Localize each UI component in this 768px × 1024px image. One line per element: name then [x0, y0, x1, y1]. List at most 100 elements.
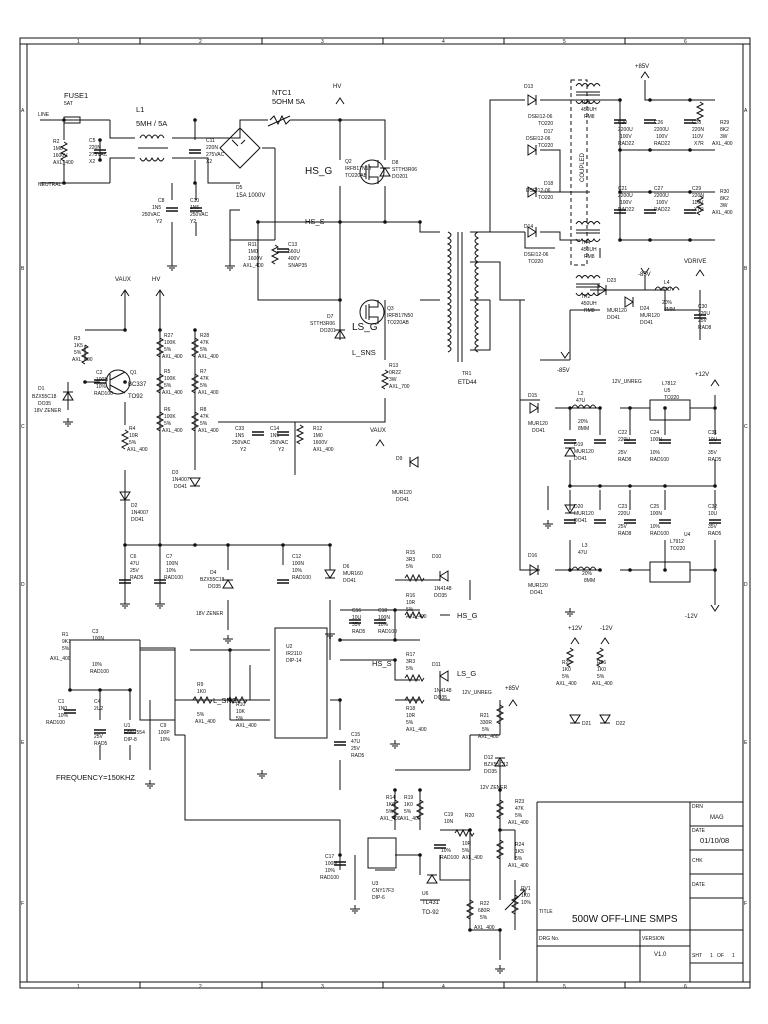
label-d6: D6	[343, 564, 350, 570]
inductor-symbol	[571, 404, 597, 410]
border-col-bottom-6: 6	[684, 984, 687, 990]
label-r27: R27	[164, 333, 173, 339]
common-mode-choke	[138, 134, 168, 162]
diode-symbol	[597, 284, 607, 296]
label-r30v: 8K2	[720, 196, 729, 202]
label-r12v: 1M0	[313, 433, 323, 439]
label-c15v3: RAD5	[351, 753, 365, 759]
label-tr2: TR2	[581, 294, 591, 300]
junction-dot	[62, 181, 66, 185]
junction-dot	[418, 853, 422, 857]
label-r29: R29	[720, 120, 729, 126]
diode-symbol	[527, 186, 537, 198]
wire-14	[569, 408, 716, 487]
supply-arrow-down	[560, 351, 570, 359]
border-row-C: C	[21, 424, 25, 430]
label-d15: D15	[528, 393, 537, 399]
label-l3v2: 20%	[582, 571, 593, 577]
junction-dot	[618, 98, 622, 102]
label-c18v: 100N	[378, 615, 390, 621]
label-r4: R4	[129, 426, 136, 432]
junction-dot	[628, 568, 632, 572]
net-hv-left: HV	[152, 277, 160, 283]
label-r2v: 1M0	[53, 146, 63, 152]
label-ntc: NTC1	[272, 88, 292, 97]
label-d24: D24	[640, 306, 649, 312]
label-c2v2: 10%	[96, 384, 107, 390]
transistor-body	[109, 371, 126, 394]
label-r7v3: AXL_400	[198, 390, 219, 396]
label-r7v: 47K	[200, 376, 210, 382]
label-d7v: STTH3R06	[310, 321, 335, 327]
net-p12-top: +12V	[695, 372, 709, 378]
junction-dot	[393, 788, 397, 792]
label-d15v: MUR120	[528, 421, 548, 427]
label-r2v3: AXL_400	[53, 160, 74, 166]
label-u5v2: TO220	[664, 395, 679, 401]
label-c13v2: 400V	[288, 256, 300, 262]
diode-symbol	[379, 167, 391, 177]
label-c17: C17	[325, 854, 334, 860]
label-d8: D8	[392, 160, 399, 166]
label-r22v3: AXL_400	[474, 925, 495, 931]
mosfet-body	[365, 300, 379, 324]
junction-dot	[256, 220, 260, 224]
border-col-1: 1	[77, 39, 80, 45]
label-d18v: DSEI12-06	[526, 188, 551, 194]
title-sht-value: 1	[710, 953, 713, 959]
capacitor-symbol	[374, 619, 386, 624]
ground-symbol	[63, 418, 73, 427]
label-tr3v: 450UH	[581, 107, 597, 113]
junction-dot	[598, 568, 602, 572]
wire-4	[229, 147, 276, 262]
junction-dot	[338, 698, 342, 702]
label-d4v: BZX55C18	[200, 577, 225, 583]
label-c10v3: Y2	[190, 219, 196, 225]
label-r1v2: 5%	[62, 646, 70, 652]
junction-dot	[393, 638, 397, 642]
capacitor-symbol	[709, 439, 721, 444]
label-u4v: L7912	[670, 539, 684, 545]
label-c7v2: 10%	[166, 568, 177, 574]
label-u2v: IR2110	[286, 651, 302, 657]
label-r2v2: 1600V	[53, 153, 68, 159]
wire-8	[470, 99, 555, 351]
label-r15v: 3R3	[406, 557, 415, 563]
junction-dot	[568, 568, 572, 572]
label-c6v3: RAD5	[130, 575, 144, 581]
junction-dot	[338, 298, 342, 302]
bridge-rectifier	[219, 127, 261, 169]
label-d8v2: DO201	[392, 174, 408, 180]
diode-symbol	[529, 564, 539, 576]
label-c5v2: 275VAC	[89, 152, 108, 158]
net-p12-led: +12V	[568, 626, 582, 632]
label-c3v3: RAD100	[90, 669, 109, 675]
label-c1v2: 10%	[58, 713, 69, 719]
capacitor-symbol	[659, 519, 671, 524]
label-c22: C22	[618, 430, 627, 436]
label-c30: C30	[698, 304, 707, 310]
label-r28v: 47K	[200, 340, 210, 346]
label-c6: C6	[130, 554, 137, 560]
supply-arrow	[570, 637, 580, 645]
label-r20v2: 5%	[462, 848, 470, 854]
drawing-border	[19, 37, 751, 989]
label-c10: C10	[190, 198, 199, 204]
label-r9v2: 5%	[197, 712, 205, 718]
resistor-symbol	[155, 337, 165, 358]
label-r9v3: AXL_400	[195, 719, 216, 725]
label-c11v3: X2	[206, 159, 212, 165]
label-c31: C31	[708, 430, 717, 436]
label-l3v: 47U	[578, 550, 588, 556]
label-u6: U6	[422, 891, 429, 897]
title-date-label: DATE	[692, 828, 706, 834]
label-q3: Q3	[387, 306, 394, 312]
label-r7: R7	[200, 369, 207, 375]
junction-dot	[628, 406, 632, 410]
label-tr3v2: RM8	[584, 114, 595, 120]
border-col-3: 3	[321, 39, 324, 45]
label-c31v2: 35V	[708, 450, 718, 456]
wire-5	[257, 186, 420, 301]
capacitor-symbol	[334, 741, 346, 746]
border-row-F: F	[21, 901, 24, 907]
